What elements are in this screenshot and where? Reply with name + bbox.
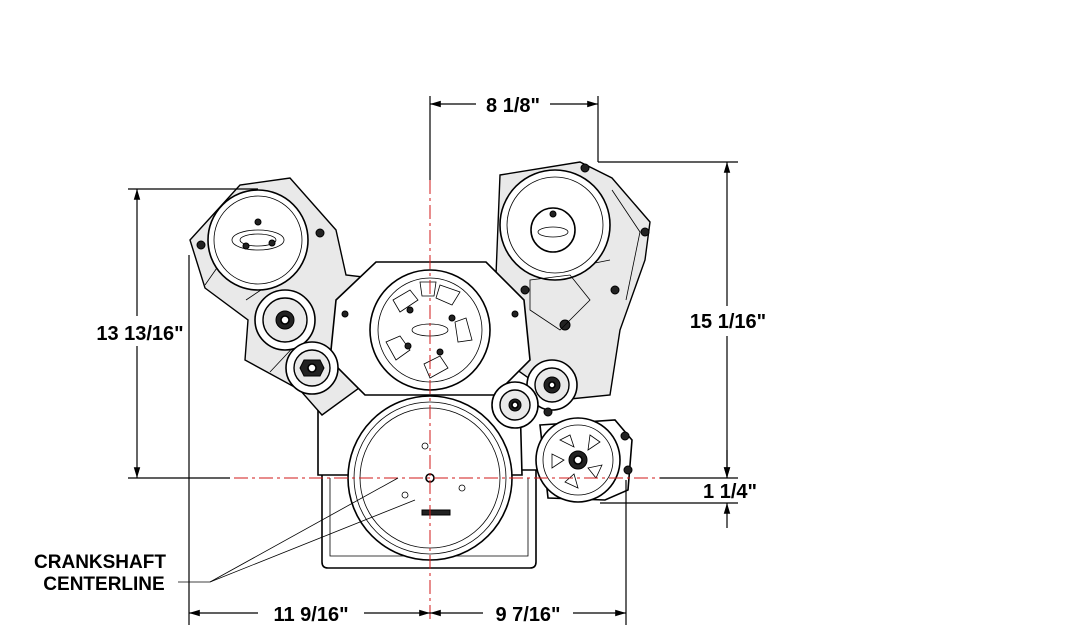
crankshaft-label-line1: CRANKSHAFT <box>34 552 166 573</box>
centerlines <box>234 180 660 620</box>
right-top-pulley <box>499 163 650 331</box>
right-idler-pulleys <box>491 359 578 429</box>
dim-bottom-right: 9 7/16" <box>495 604 560 626</box>
dim-left-height: 13 13/16" <box>96 323 183 345</box>
power-steering-pulley <box>535 407 633 503</box>
dim-top-width: 8 1/8" <box>486 95 540 117</box>
dim-right-offset: 1 1/4" <box>703 481 757 503</box>
dim-right-height: 15 1/16" <box>690 311 766 333</box>
dim-bottom-left: 11 9/16" <box>273 604 348 626</box>
dimension-lines <box>128 96 738 625</box>
left-top-pulley <box>196 189 325 291</box>
crankshaft-label-line2: CENTERLINE <box>43 574 164 595</box>
left-idler-pulleys <box>254 289 339 395</box>
